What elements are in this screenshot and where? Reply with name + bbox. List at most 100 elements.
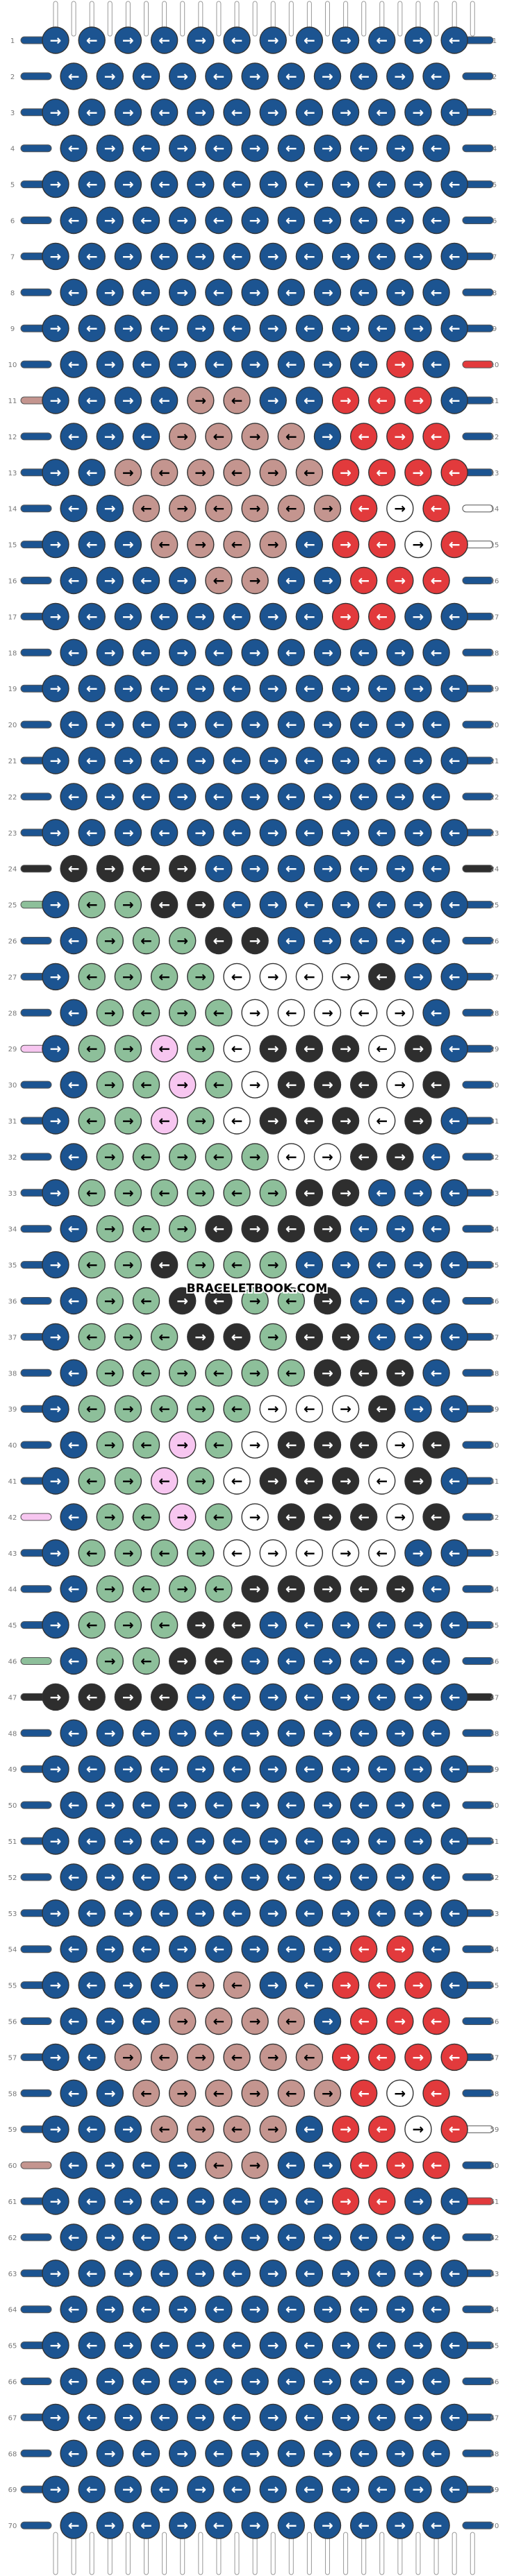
arrow-right-icon: → <box>267 1112 279 1129</box>
arrow-left-icon: ← <box>213 2013 225 2030</box>
knot: ← <box>132 1214 160 1243</box>
arrow-right-icon: → <box>249 573 261 589</box>
knot: ← <box>223 2475 251 2503</box>
knot: ← <box>223 2115 251 2143</box>
row-number-left: 41 <box>8 1478 17 1486</box>
arrow-right-icon: → <box>340 1688 351 1705</box>
arrow-right-icon: → <box>413 2121 424 2137</box>
arrow-right-icon: → <box>194 1617 206 1634</box>
edge-thread-left <box>20 1008 52 1017</box>
arrow-left-icon: ← <box>213 573 225 589</box>
arrow-right-icon: → <box>322 1293 333 1310</box>
arrow-left-icon: ← <box>213 2157 225 2174</box>
edge-thread-right <box>462 1801 494 1809</box>
knot: ← <box>132 854 160 883</box>
knot: ← <box>368 819 396 847</box>
arrow-right-icon: → <box>413 1761 424 1777</box>
arrow-left-icon: ← <box>140 1076 152 1093</box>
knot: → <box>187 1251 215 1279</box>
arrow-left-icon: ← <box>431 68 442 85</box>
arrow-right-icon: → <box>104 933 116 949</box>
knot: → <box>42 99 69 126</box>
arrow-right-icon: → <box>104 1581 116 1598</box>
arrow-left-icon: ← <box>304 1112 315 1129</box>
knot: ← <box>60 206 88 235</box>
edge-thread-left <box>20 2017 52 2025</box>
arrow-left-icon: ← <box>86 1617 98 1634</box>
arrow-right-icon: → <box>413 2193 424 2210</box>
knot: ← <box>350 134 378 162</box>
thread-bottom <box>470 2532 475 2575</box>
knot: → <box>96 1719 124 1747</box>
arrow-left-icon: ← <box>140 2445 152 2461</box>
knot: → <box>404 26 432 54</box>
knot: ← <box>440 387 468 414</box>
knot: ← <box>350 1719 378 1747</box>
knot: → <box>169 1287 197 1315</box>
knot: → <box>313 783 342 811</box>
arrow-right-icon: → <box>104 1149 116 1165</box>
knot: → <box>313 2295 342 2323</box>
arrow-left-icon: ← <box>376 1473 388 1489</box>
knot: → <box>313 1935 342 1963</box>
arrow-left-icon: ← <box>213 68 225 85</box>
arrow-left-icon: ← <box>158 464 170 481</box>
arrow-left-icon: ← <box>431 500 442 517</box>
knot: → <box>313 566 342 595</box>
arrow-right-icon: → <box>340 176 351 193</box>
row-number-left: 16 <box>8 578 17 586</box>
knot: ← <box>60 1647 88 1675</box>
knot: → <box>42 1035 69 1062</box>
arrow-right-icon: → <box>413 1257 424 1273</box>
knot: → <box>187 1395 215 1423</box>
knot: ← <box>150 1035 179 1062</box>
knot: ← <box>440 1467 468 1495</box>
edge-thread-right <box>462 72 494 80</box>
arrow-right-icon: → <box>267 680 279 697</box>
arrow-right-icon: → <box>176 1364 188 1381</box>
knot: → <box>187 1179 215 1207</box>
knot: ← <box>60 1287 88 1315</box>
arrow-right-icon: → <box>395 500 406 517</box>
knot: ← <box>295 1755 324 1783</box>
knot: ← <box>78 314 106 342</box>
edge-thread-left <box>20 577 52 584</box>
arrow-right-icon: → <box>50 1688 62 1705</box>
arrow-right-icon: → <box>340 248 351 264</box>
knot: → <box>313 2367 342 2396</box>
arrow-left-icon: ← <box>376 824 388 841</box>
knot: → <box>313 1143 342 1171</box>
row-number-right: 28 <box>490 1010 499 1017</box>
knot: → <box>331 1827 360 1855</box>
arrow-left-icon: ← <box>449 1040 461 1057</box>
arrow-left-icon: ← <box>449 1328 461 1345</box>
knot: ← <box>350 2511 378 2539</box>
arrow-left-icon: ← <box>449 2481 461 2498</box>
knot: ← <box>60 999 88 1027</box>
arrow-left-icon: ← <box>449 2121 461 2137</box>
knot: → <box>42 1611 69 1639</box>
knot: → <box>259 387 287 414</box>
row-number-left: 25 <box>8 902 17 910</box>
arrow-right-icon: → <box>249 1149 261 1165</box>
arrow-left-icon: ← <box>140 1725 152 1741</box>
arrow-left-icon: ← <box>449 1545 461 1561</box>
arrow-right-icon: → <box>122 1545 134 1561</box>
knot: → <box>187 1107 215 1135</box>
knot: → <box>331 675 360 702</box>
knot: ← <box>295 1035 324 1062</box>
knot: ← <box>350 2223 378 2251</box>
knot: → <box>331 1683 360 1711</box>
knot: ← <box>223 1179 251 1207</box>
arrow-left-icon: ← <box>68 1437 80 1453</box>
arrow-right-icon: → <box>322 2085 333 2101</box>
arrow-right-icon: → <box>267 1473 279 1489</box>
knot: ← <box>78 1251 106 1279</box>
knot: ← <box>78 2403 106 2432</box>
row-number-left: 39 <box>8 1406 17 1414</box>
arrow-left-icon: ← <box>86 897 98 913</box>
knot: → <box>187 1611 215 1639</box>
arrow-right-icon: → <box>50 1905 62 1922</box>
arrow-left-icon: ← <box>140 861 152 877</box>
